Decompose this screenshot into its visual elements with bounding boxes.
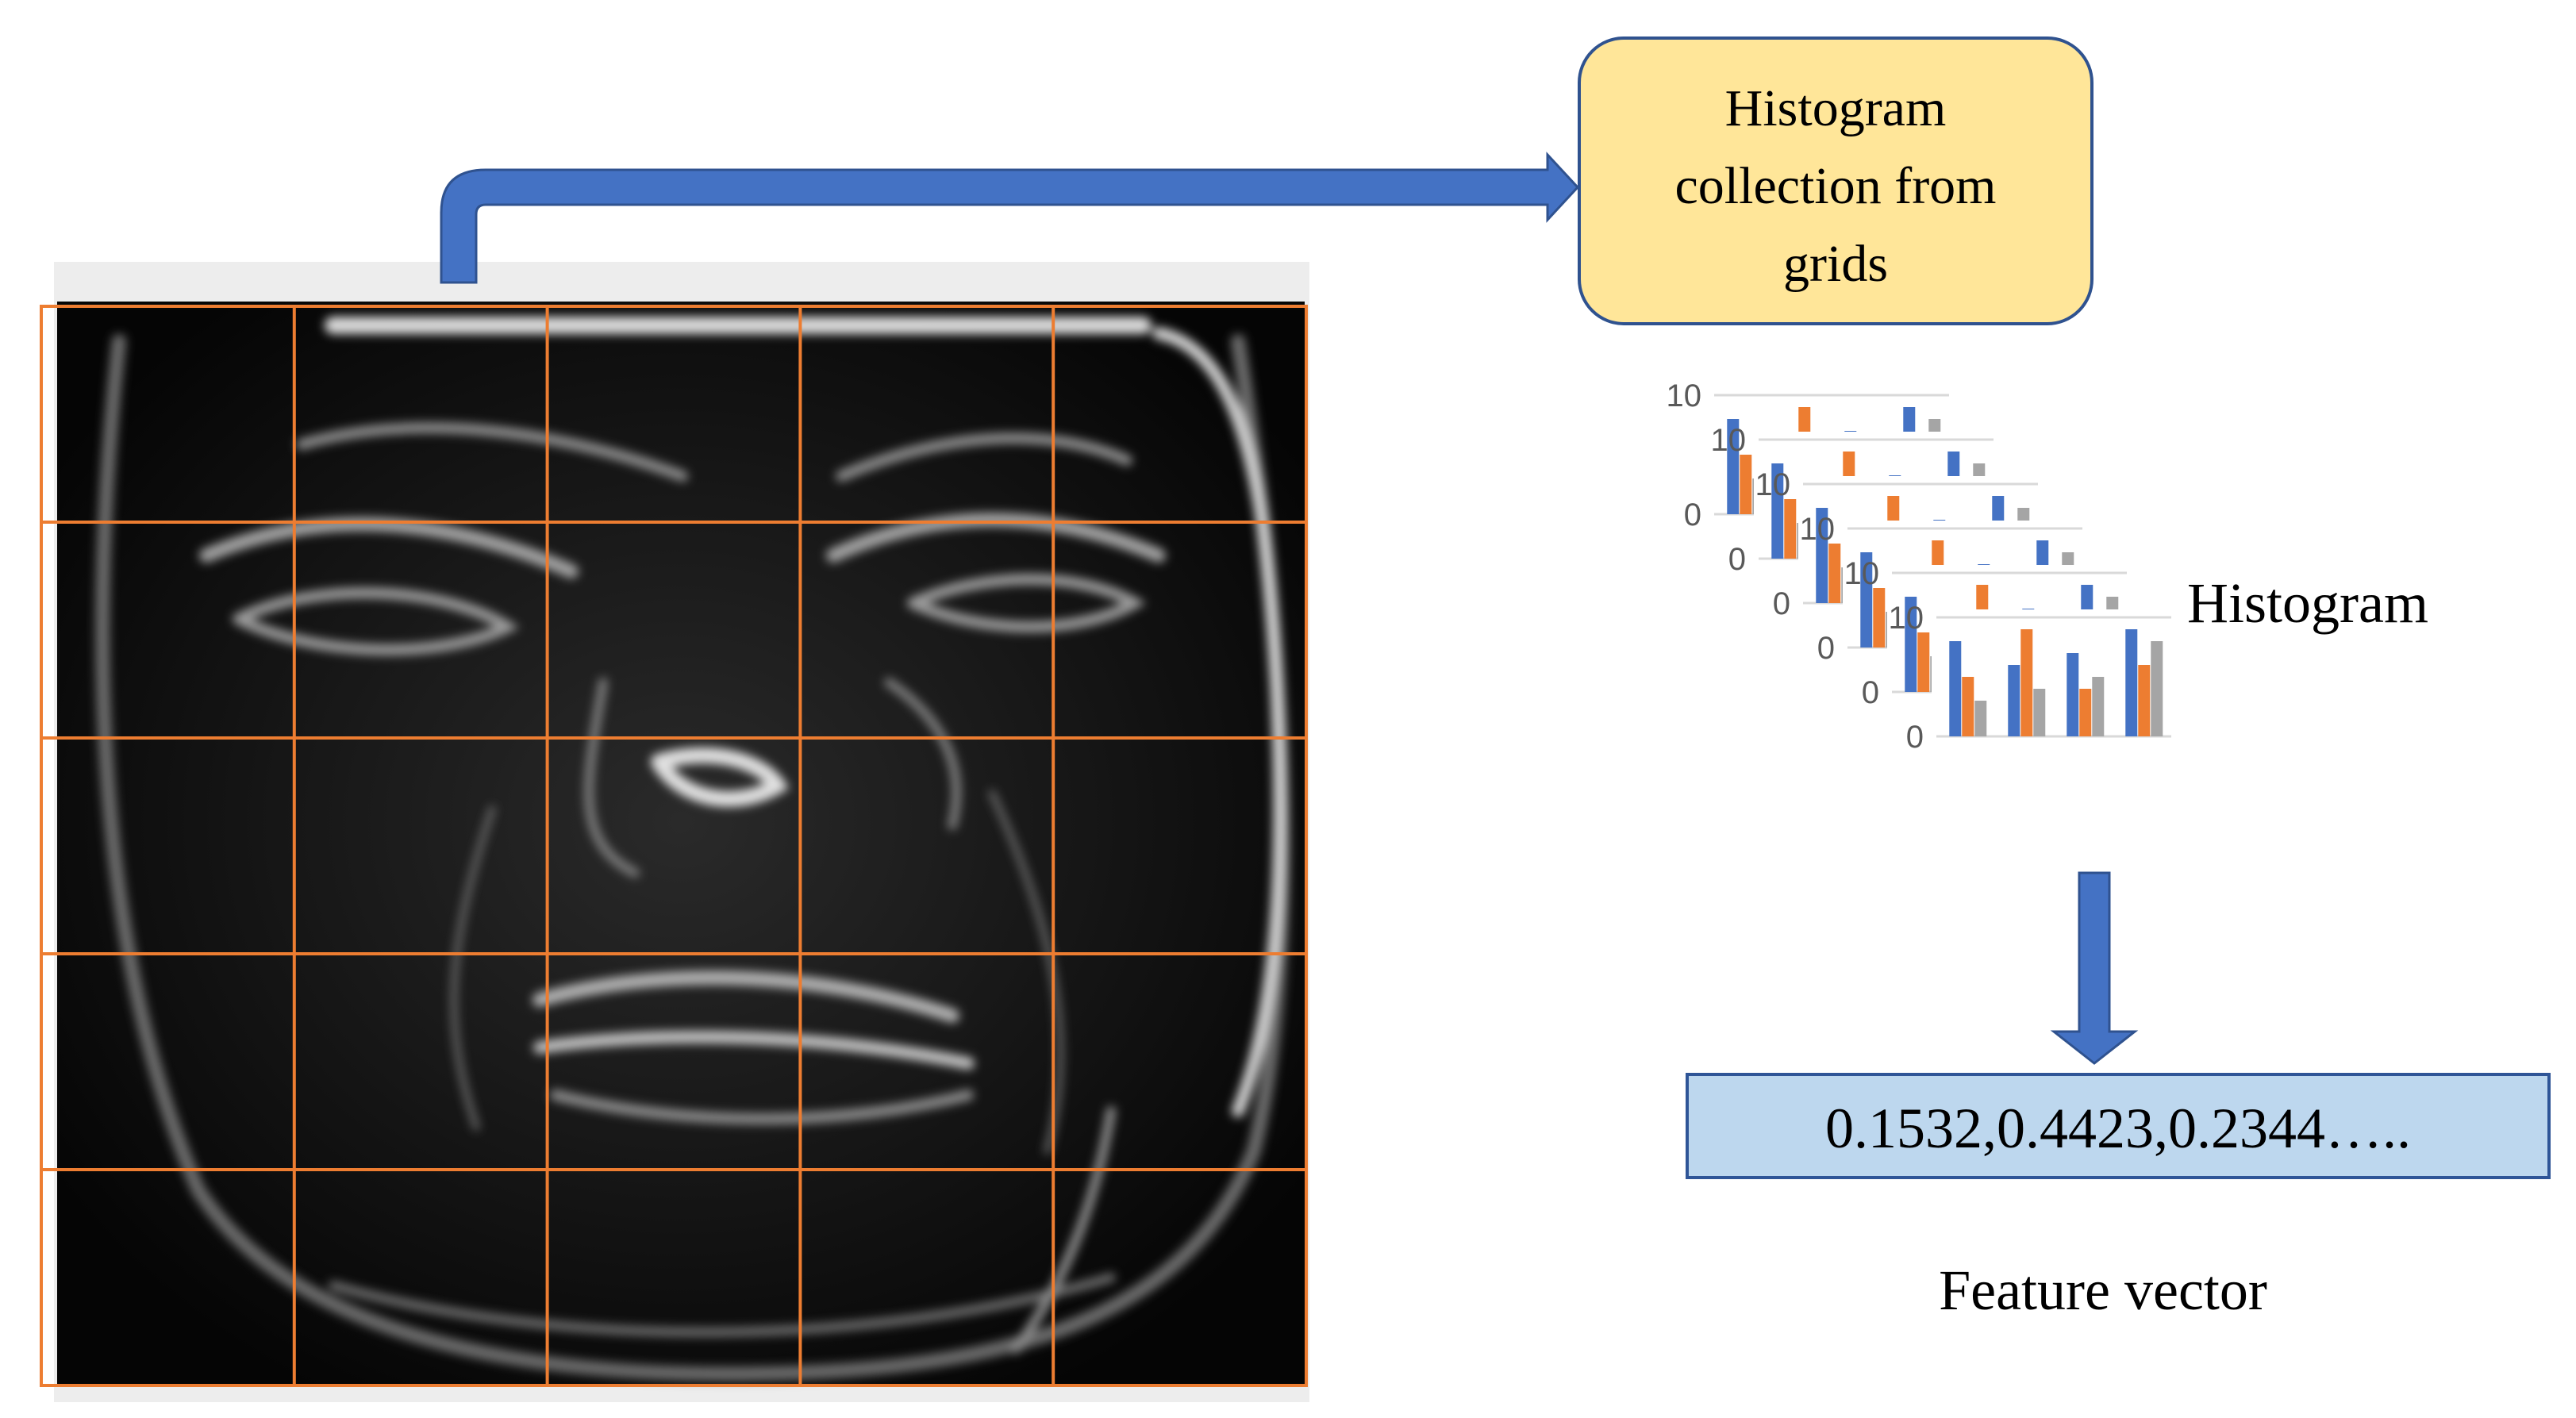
feature-vector-box: 0.1532,0.4423,0.2344….. — [1686, 1073, 2551, 1179]
histogram-bar — [2033, 689, 2046, 736]
histogram-axis-min-label: 0 — [1684, 498, 1701, 532]
histogram-axis-min-label: 0 — [1862, 675, 1879, 710]
histogram-bar — [1816, 508, 1828, 603]
histogram-bar — [2067, 653, 2079, 736]
box-label-line-3: grids — [1783, 235, 1888, 293]
histogram-axis-min-label: 0 — [1728, 542, 1746, 577]
histogram-stack: 10 0 10 0 10 0 10 0 10 0 10 0 — [1667, 379, 2176, 755]
histogram-bar — [2125, 629, 2138, 736]
grid-overlay — [40, 305, 1308, 1387]
feature-vector-label: Feature vector — [1939, 1259, 2267, 1322]
face-edge-strokes — [95, 317, 1290, 1381]
histogram-bar — [2008, 665, 2020, 736]
down-arrow-to-vector — [2050, 871, 2139, 1065]
face-edge-image — [40, 262, 1309, 1402]
elbow-arrow-to-box — [440, 152, 1580, 284]
histogram-bar — [1974, 701, 1987, 736]
histogram-bar — [1917, 632, 1930, 692]
histogram-bar — [1740, 455, 1752, 514]
histogram-axis-min-label: 0 — [1817, 631, 1835, 666]
histogram-bar — [1771, 463, 1784, 559]
histogram-bar — [1873, 588, 1886, 648]
histogram-bar — [2151, 641, 2163, 736]
histogram-axis-max-label: 10 — [1889, 601, 1924, 636]
histogram-axis-max-label: 10 — [1755, 467, 1791, 502]
grid-border — [40, 305, 1308, 1387]
histogram-axis-max-label: 10 — [1800, 512, 1836, 547]
histogram-bar — [2079, 689, 2092, 736]
box-label-line-1: Histogram — [1725, 79, 1947, 137]
histogram-bar — [2138, 665, 2151, 736]
histogram-axis-min-label: 0 — [1773, 586, 1790, 621]
box-label-line-2: collection from — [1674, 157, 1996, 215]
histogram-bar — [1727, 419, 1740, 514]
histogram-bar — [1905, 597, 1917, 692]
histogram-bar — [2020, 629, 2033, 736]
histogram-bar — [1860, 552, 1873, 648]
histogram-axis-min-label: 0 — [1906, 720, 1924, 755]
histogram-bar — [1784, 499, 1797, 559]
histogram-bar — [2092, 677, 2105, 736]
histogram-chart: 10 0 — [1889, 601, 2176, 755]
histogram-axis-max-label: 10 — [1844, 556, 1880, 591]
feature-vector-value: 0.1532,0.4423,0.2344….. — [1825, 1097, 2411, 1160]
histogram-bar — [1949, 641, 1962, 736]
histogram-axis-max-label: 10 — [1711, 423, 1747, 458]
image-dark-area — [57, 302, 1305, 1386]
histogram-bar — [1962, 677, 1974, 736]
histogram-collection-box[interactable]: Histogram collection from grids — [1578, 37, 2093, 325]
histogram-axis-max-label: 10 — [1667, 379, 1702, 413]
histogram-label: Histogram — [2187, 571, 2428, 635]
histogram-bar — [1828, 544, 1841, 603]
